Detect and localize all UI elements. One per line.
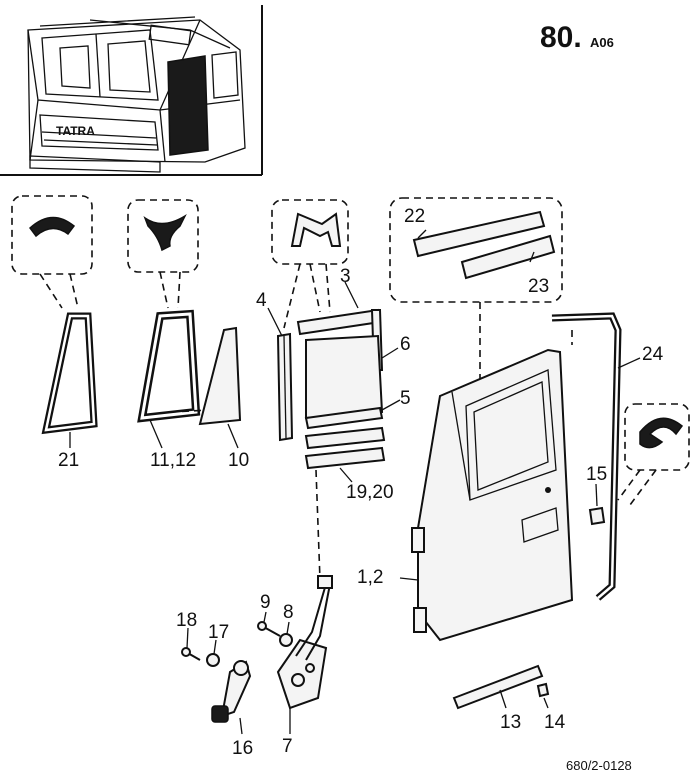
part-15-bump-stop	[588, 483, 606, 526]
callout-22: 22	[404, 206, 425, 227]
drawing-code: 680/2-0128	[566, 758, 632, 773]
callout-21: 21	[58, 450, 79, 471]
callout-19-20: 19,20	[346, 482, 394, 503]
callout-15: 15	[586, 464, 607, 485]
callout-17: 17	[208, 622, 229, 643]
callout-labels: 1,2 3 4 5 6 7 8 9 10 11,12 13 14 15 16 1…	[58, 206, 664, 759]
profile-detail-11-12	[127, 199, 199, 309]
profile-detail-21	[11, 195, 93, 309]
callout-16: 16	[232, 738, 253, 759]
callout-18: 18	[176, 610, 197, 631]
part-7-window-regulator	[276, 575, 333, 734]
page-number: 80.	[540, 21, 582, 54]
part-9-screw	[257, 611, 281, 637]
callout-3: 3	[340, 266, 351, 287]
profile-detail-3-4	[271, 199, 349, 329]
callout-6: 6	[400, 334, 411, 355]
callout-24: 24	[642, 344, 664, 365]
callout-9: 9	[260, 592, 271, 613]
part-1-2-door-assembly	[399, 348, 574, 642]
cab-overview-inset: TATRA	[0, 5, 263, 176]
callout-7: 7	[282, 736, 293, 757]
callout-8: 8	[283, 602, 294, 623]
part-8-nut	[279, 621, 293, 647]
part-23-weatherstrip	[460, 234, 556, 280]
cab-badge: TATRA	[56, 124, 95, 138]
part-17-washer	[206, 639, 220, 667]
part-21-quarter-seal	[41, 312, 98, 448]
callout-5: 5	[400, 388, 411, 409]
part-13-trim-strip	[452, 664, 544, 710]
callout-13: 13	[500, 712, 521, 733]
part-24-door-seal	[551, 312, 641, 601]
part-10-quarter-glass	[198, 326, 242, 449]
callout-1-2: 1,2	[357, 567, 383, 588]
part-5-lower-channel	[304, 399, 401, 430]
part-6-door-glass	[305, 334, 399, 420]
part-14-clip	[536, 682, 550, 709]
part-22-weatherstrip	[412, 210, 546, 258]
callout-11-12: 11,12	[150, 450, 196, 471]
page-suffix: A06	[590, 35, 614, 50]
part-4-vertical-channel	[267, 307, 294, 442]
callout-4: 4	[256, 290, 267, 311]
callout-14: 14	[544, 712, 566, 733]
part-11-12-quarter-frame	[137, 309, 211, 449]
profile-detail-24	[617, 403, 690, 506]
part-18-screw	[181, 627, 201, 661]
part-3-upper-channel	[296, 281, 384, 371]
part-16-crank-handle	[211, 660, 252, 735]
callout-10: 10	[228, 450, 249, 471]
part-19-20-lift-channels	[304, 426, 386, 581]
callout-23: 23	[528, 276, 549, 297]
